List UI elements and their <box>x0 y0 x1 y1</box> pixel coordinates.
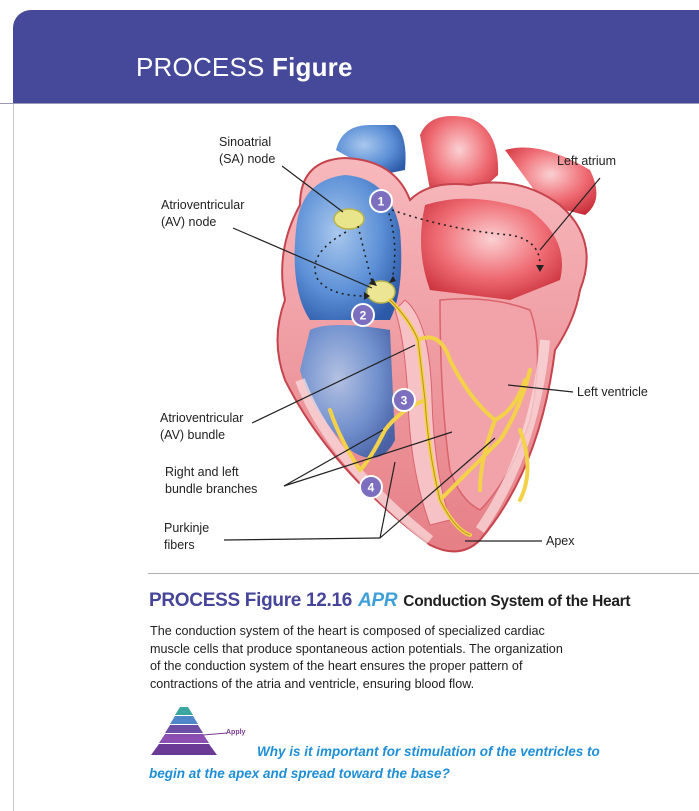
heart-conduction-diagram: 1 2 3 4 <box>0 0 699 580</box>
label-bundle-branches: Right and left bundle branches <box>165 464 257 498</box>
label-av-bundle: Atrioventricular (AV) bundle <box>160 410 243 444</box>
label-left-ventricle: Left ventricle <box>577 384 648 401</box>
apply-pyramid-icon <box>149 707 229 763</box>
figure-label: PROCESS Figure 12.16 <box>149 590 352 611</box>
svg-text:1: 1 <box>378 195 385 209</box>
step-badge-2: 2 <box>352 304 374 326</box>
apply-question-line-2: begin at the apex and spread toward the … <box>149 766 450 781</box>
label-apex: Apex <box>546 533 575 550</box>
figure-caption-body: The conduction system of the heart is co… <box>150 623 695 693</box>
label-sa-node: Sinoatrial (SA) node <box>219 134 275 168</box>
svg-text:2: 2 <box>360 309 367 323</box>
left-ventricle <box>440 299 538 510</box>
figure-title: Conduction System of the Heart <box>403 593 630 610</box>
apply-label: Apply <box>226 729 245 736</box>
apply-question-line-1: Why is it important for stimulation of t… <box>257 744 600 759</box>
label-purkinje-fibers: Purkinje fibers <box>164 520 209 554</box>
label-left-atrium: Left atrium <box>557 153 616 170</box>
figure-caption-title: PROCESS Figure 12.16 APR Conduction System… <box>149 590 630 612</box>
step-badge-3: 3 <box>393 389 415 411</box>
sa-node <box>334 209 364 229</box>
step-badge-1: 1 <box>370 190 392 212</box>
caption-divider <box>148 573 699 574</box>
apr-badge: APR <box>358 590 397 611</box>
label-av-node: Atrioventricular (AV) node <box>161 197 244 231</box>
svg-text:3: 3 <box>401 394 408 408</box>
svg-text:4: 4 <box>368 481 375 495</box>
step-badge-4: 4 <box>360 476 382 498</box>
